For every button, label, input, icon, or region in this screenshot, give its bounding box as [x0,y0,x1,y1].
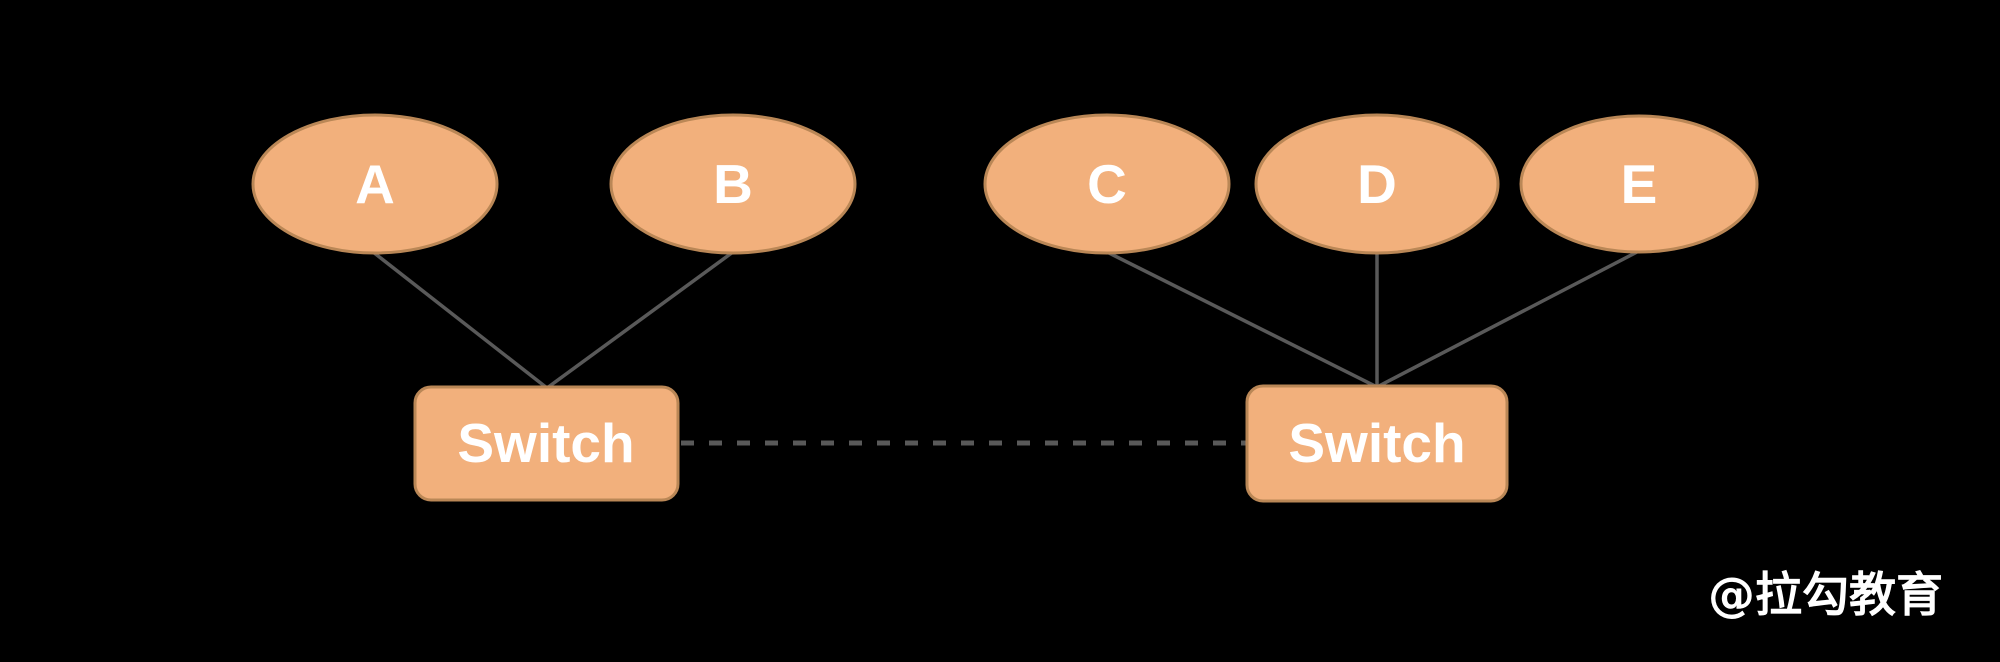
link-host-c-to-switch-2 [1104,249,1378,389]
host-d-ellipse [1254,113,1500,255]
host-a-label: A [355,153,395,215]
host-node-d: D [1254,113,1500,255]
link-host-a-to-switch-1 [371,250,549,390]
host-b-label: B [713,153,753,215]
host-e-label: E [1621,153,1658,215]
host-e-ellipse [1519,114,1759,254]
host-b-ellipse [609,113,857,255]
link-host-e-to-switch-2 [1376,250,1638,389]
link-host-b-to-switch-1 [545,250,735,390]
switch-node-2: Switch [1245,384,1509,503]
host-d-label: D [1357,153,1397,215]
switch-2-label: Switch [1288,412,1465,474]
switch-1-label: Switch [457,412,634,474]
host-a-ellipse [251,113,499,255]
host-node-e: E [1519,114,1759,254]
host-c-ellipse [983,113,1231,255]
switch-2-box [1245,384,1509,503]
host-node-c: C [983,113,1231,255]
watermark-text: @拉勾教育 [1708,568,1943,623]
host-node-b: B [609,113,857,255]
host-c-label: C [1087,153,1127,215]
host-node-a: A [251,113,499,255]
switch-node-1: Switch [413,385,680,502]
switch-1-box [413,385,680,502]
